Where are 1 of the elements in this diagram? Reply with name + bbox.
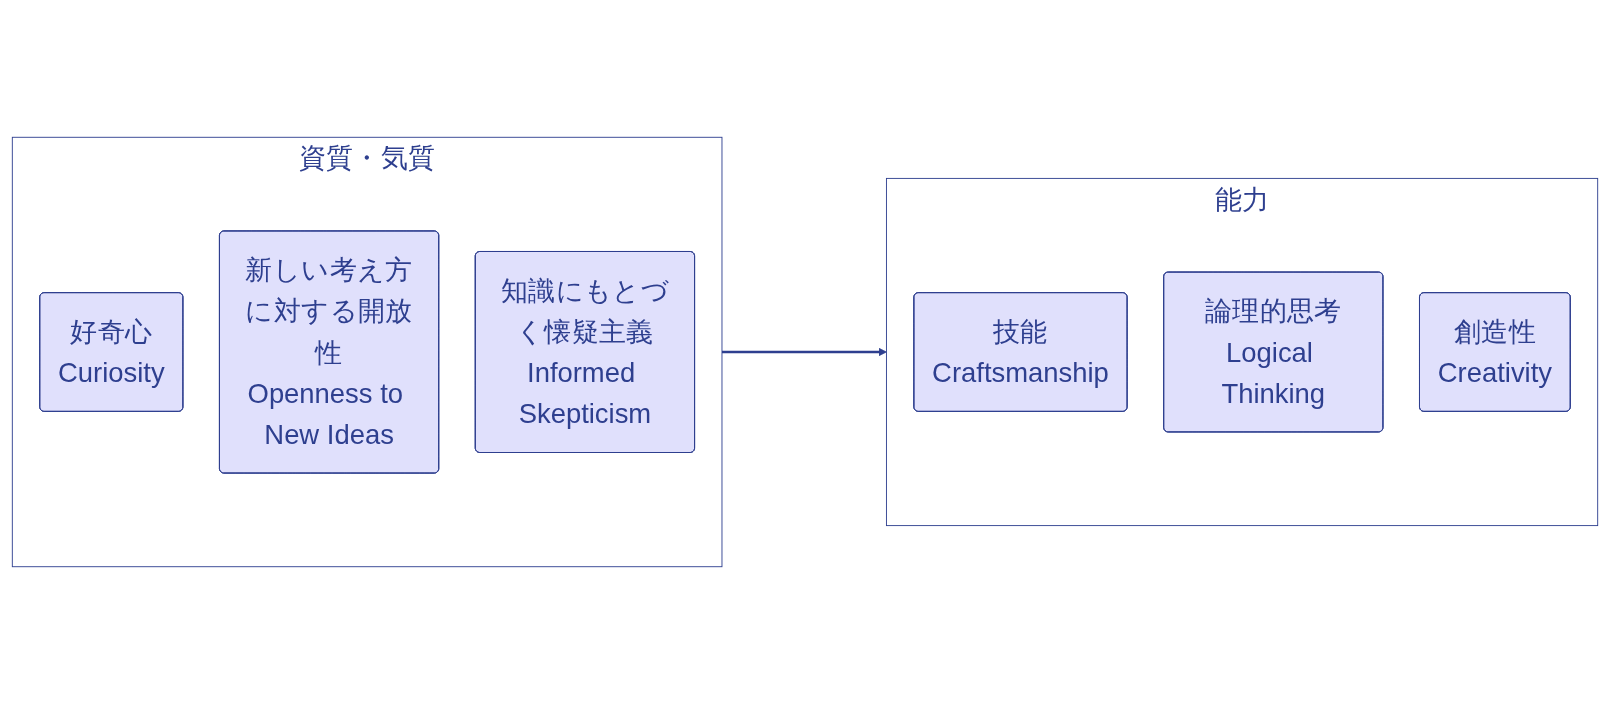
arrow [721, 348, 887, 356]
